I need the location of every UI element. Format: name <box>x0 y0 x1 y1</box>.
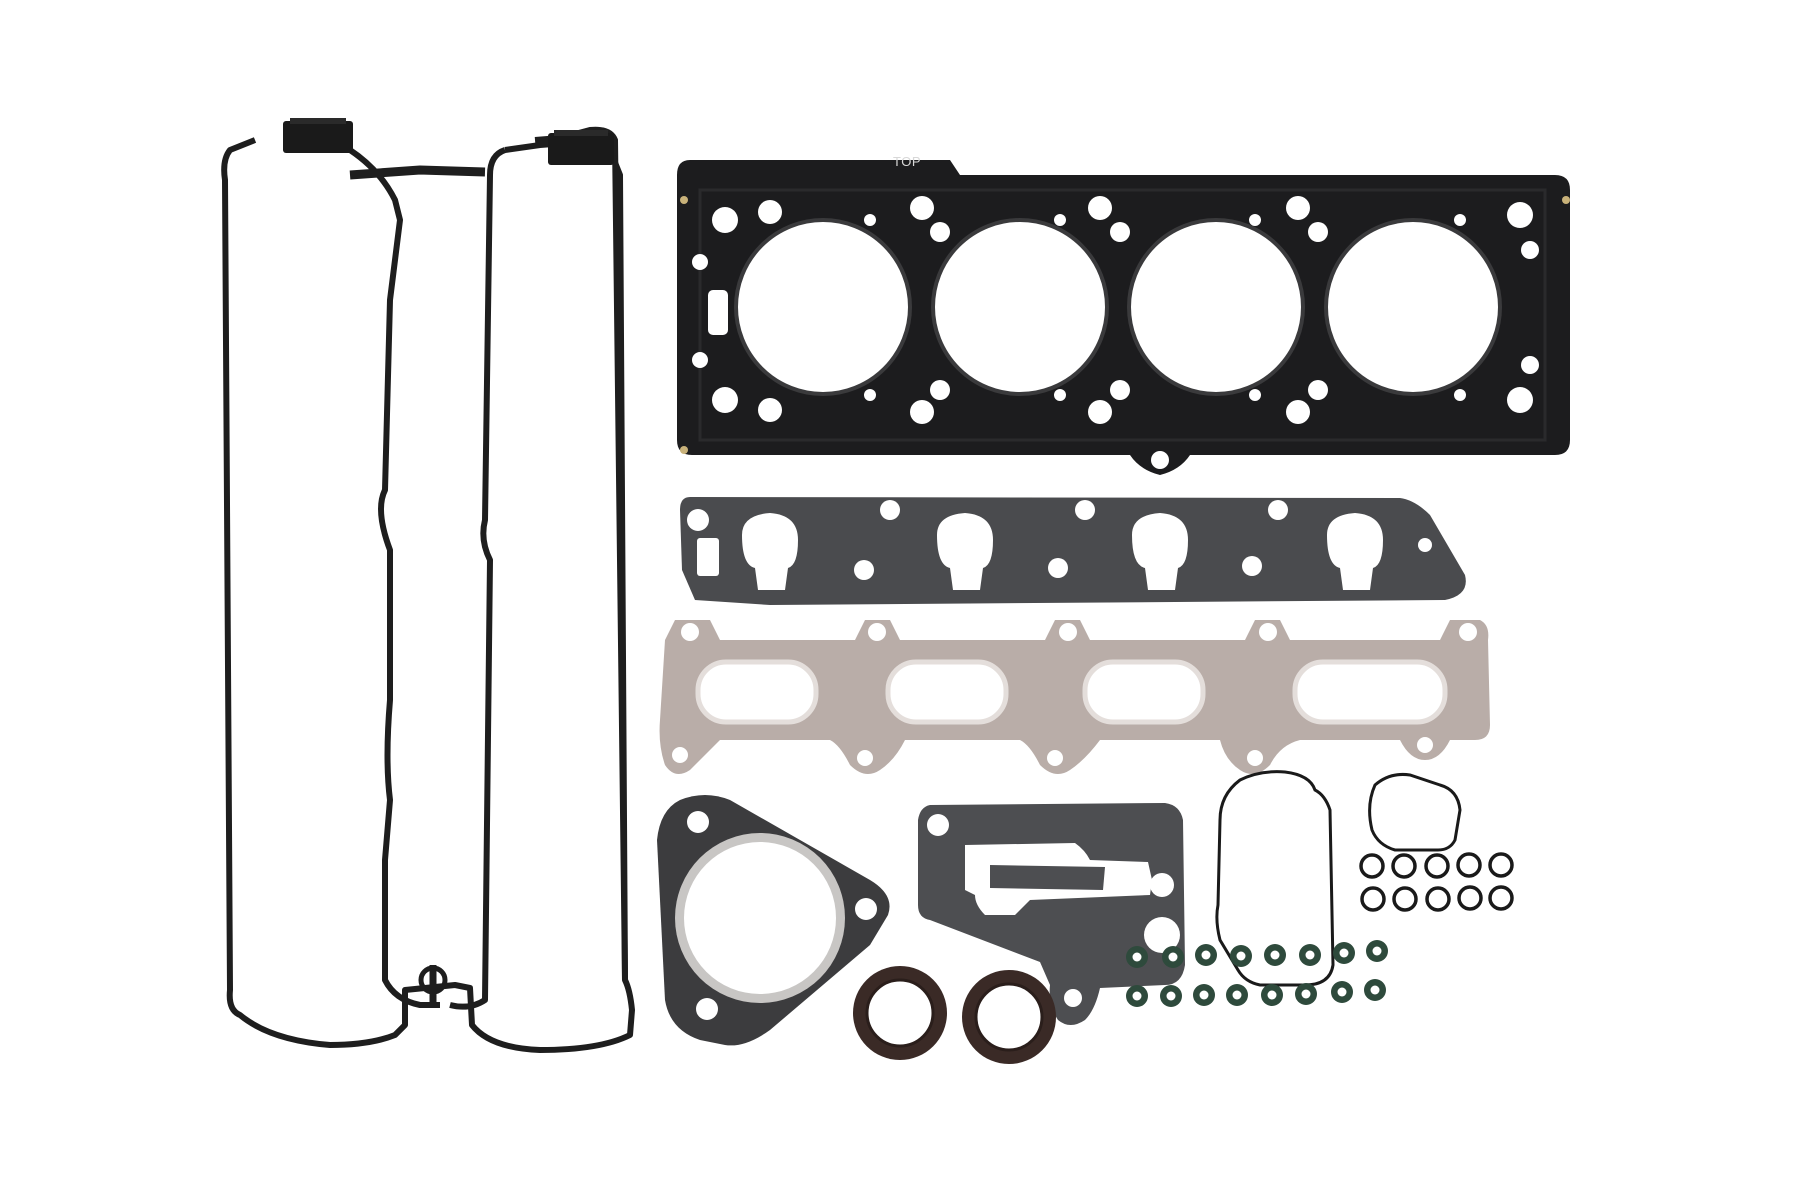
head-gasket-top-marking: TOP <box>893 154 921 169</box>
o-rings-small <box>1359 852 1514 912</box>
o-ring-large-left <box>1215 770 1335 987</box>
cylinder-head-gasket <box>677 160 1570 475</box>
shaft-seal-right <box>962 970 1056 1064</box>
thermostat-housing-gasket <box>918 803 1185 1025</box>
exhaust-flange-gasket <box>657 795 890 1046</box>
valve-cover-grommet-left <box>283 118 353 153</box>
valve-cover-grommet-right <box>548 130 614 165</box>
valve-stem-seals <box>1126 940 1388 1007</box>
exhaust-manifold-gasket <box>659 620 1490 774</box>
valve-cover-gasket <box>221 126 635 1053</box>
o-ring-large-right <box>1368 773 1462 852</box>
shaft-seal-left <box>853 966 947 1060</box>
intake-manifold-gasket <box>680 497 1466 605</box>
